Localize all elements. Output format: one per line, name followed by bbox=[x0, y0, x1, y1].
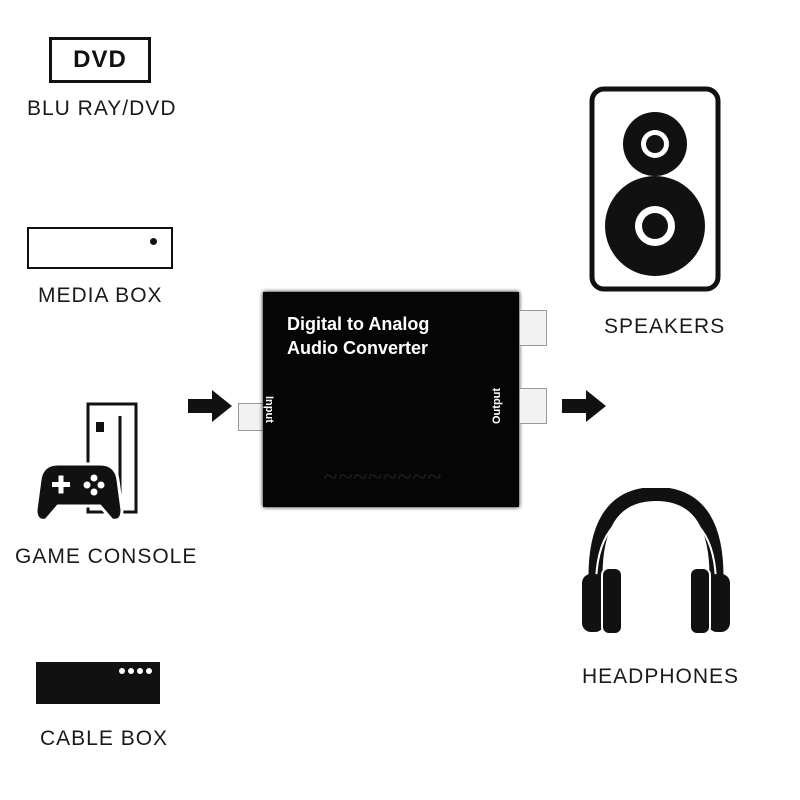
speaker-icon bbox=[589, 86, 721, 292]
cable-box-led bbox=[146, 668, 152, 674]
headphones-label: HEADPHONES bbox=[582, 665, 740, 688]
output-port-label: Output bbox=[491, 387, 503, 424]
dvd-logo-text: DVD bbox=[73, 46, 127, 73]
arrow-right-icon bbox=[562, 390, 606, 422]
converter-title-line1: Digital to Analog bbox=[287, 314, 430, 334]
media-box-icon bbox=[27, 227, 173, 269]
converter-title-line2: Audio Converter bbox=[287, 338, 429, 358]
game-console-icon bbox=[34, 402, 138, 522]
game-console-label: GAME CONSOLE bbox=[15, 545, 198, 568]
media-box-label: MEDIA BOX bbox=[38, 284, 163, 307]
headphones-icon bbox=[582, 488, 730, 635]
cable-box-icon bbox=[36, 662, 160, 704]
converter-device: Digital to Analog Audio Converter Input … bbox=[263, 292, 519, 507]
dvd-icon: DVD bbox=[49, 37, 151, 83]
media-box-led bbox=[150, 238, 157, 245]
rca-output-jack-bottom bbox=[519, 388, 547, 424]
cable-box-led bbox=[128, 668, 134, 674]
optical-input-jack bbox=[238, 403, 266, 431]
cable-box-led bbox=[137, 668, 143, 674]
rca-output-jack-top bbox=[519, 310, 547, 346]
input-port-label: Input bbox=[263, 396, 275, 423]
cable-box-label: CABLE BOX bbox=[40, 727, 169, 750]
cable-box-led bbox=[119, 668, 125, 674]
arrow-right-icon bbox=[188, 390, 232, 422]
converter-brand-mark: ~~~~~~~~ bbox=[323, 462, 442, 491]
dvd-label: BLU RAY/DVD bbox=[27, 97, 177, 120]
speakers-label: SPEAKERS bbox=[604, 315, 726, 338]
